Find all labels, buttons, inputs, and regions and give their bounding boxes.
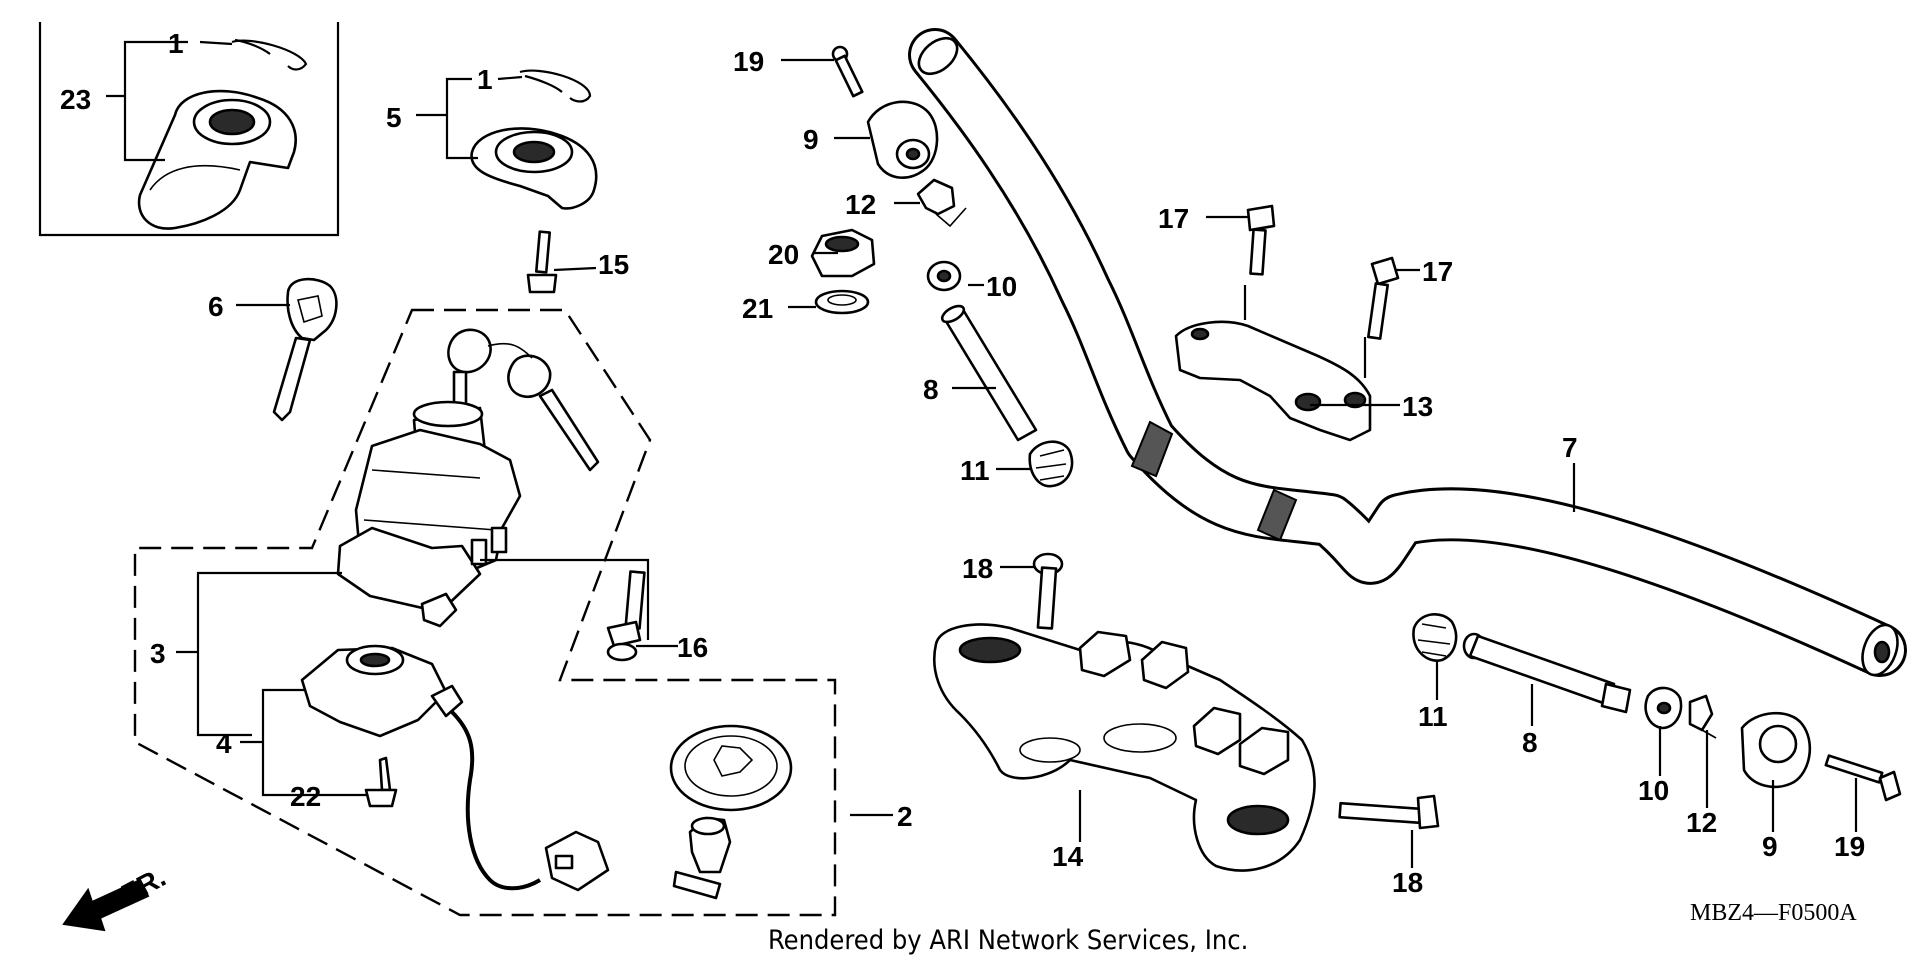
callout-8: 8 <box>923 374 939 405</box>
footer-credit: Rendered by ARI Network Services, Inc. <box>768 925 1248 956</box>
callout-1: 1 <box>168 28 184 59</box>
part-15-screw <box>526 230 558 294</box>
callout-9: 9 <box>1762 831 1778 862</box>
left-bar-end-parts <box>810 45 1074 488</box>
callout-10: 10 <box>986 271 1017 302</box>
callout-11: 11 <box>960 455 990 486</box>
callout-18: 18 <box>1392 867 1423 898</box>
callout-22: 22 <box>290 781 321 812</box>
part-14-top-bridge <box>932 623 1316 872</box>
callout-8: 8 <box>1522 727 1538 758</box>
callout-17: 17 <box>1422 256 1453 287</box>
part-23-cover <box>137 38 308 230</box>
callout-14: 14 <box>1052 841 1084 872</box>
callout-4: 4 <box>216 728 232 759</box>
part-22-screw <box>364 756 398 808</box>
diagram-code: MBZ4—F0500A <box>1690 900 1857 926</box>
callout-19: 19 <box>1834 831 1865 862</box>
callout-11: 11 <box>1418 701 1448 732</box>
part-7-handlebar <box>908 28 1907 677</box>
part-2-cap <box>669 724 793 900</box>
callout-16: 16 <box>677 632 708 663</box>
front-direction-arrow: FR. <box>62 861 171 932</box>
part-16-bolt <box>606 570 646 662</box>
callout-7: 7 <box>1562 432 1578 463</box>
part-13-holder <box>1174 320 1372 442</box>
callout-9: 9 <box>803 124 819 155</box>
inset-box <box>38 22 340 237</box>
ignition-switch <box>133 308 837 917</box>
part-5-cover <box>470 69 598 210</box>
callout-15: 15 <box>598 249 629 280</box>
callout-10: 10 <box>1638 775 1669 806</box>
leader-lines <box>106 40 1858 868</box>
callout-13: 13 <box>1402 391 1433 422</box>
callout-21: 21 <box>742 293 773 324</box>
part-4-sensor <box>300 644 610 892</box>
callout-6: 6 <box>208 291 224 322</box>
callout-12: 12 <box>1686 807 1717 838</box>
callout-5: 5 <box>386 102 402 133</box>
callout-18: 18 <box>962 553 993 584</box>
part-17-bolts <box>1246 204 1400 340</box>
callout-23: 23 <box>60 84 91 115</box>
part-18-bolts <box>1032 552 1440 830</box>
callout-1: 1 <box>477 64 493 95</box>
callout-2: 2 <box>897 801 913 832</box>
callout-19: 19 <box>733 46 764 77</box>
callout-17: 17 <box>1158 203 1189 234</box>
callout-3: 3 <box>150 638 166 669</box>
callout-12: 12 <box>845 189 876 220</box>
right-bar-end-parts <box>1412 613 1902 802</box>
callout-20: 20 <box>768 239 799 270</box>
callout-labels: 1 23 1 5 15 6 3 4 22 16 2 19 9 12 20 10 … <box>60 28 1865 898</box>
part-6-key <box>272 277 338 422</box>
